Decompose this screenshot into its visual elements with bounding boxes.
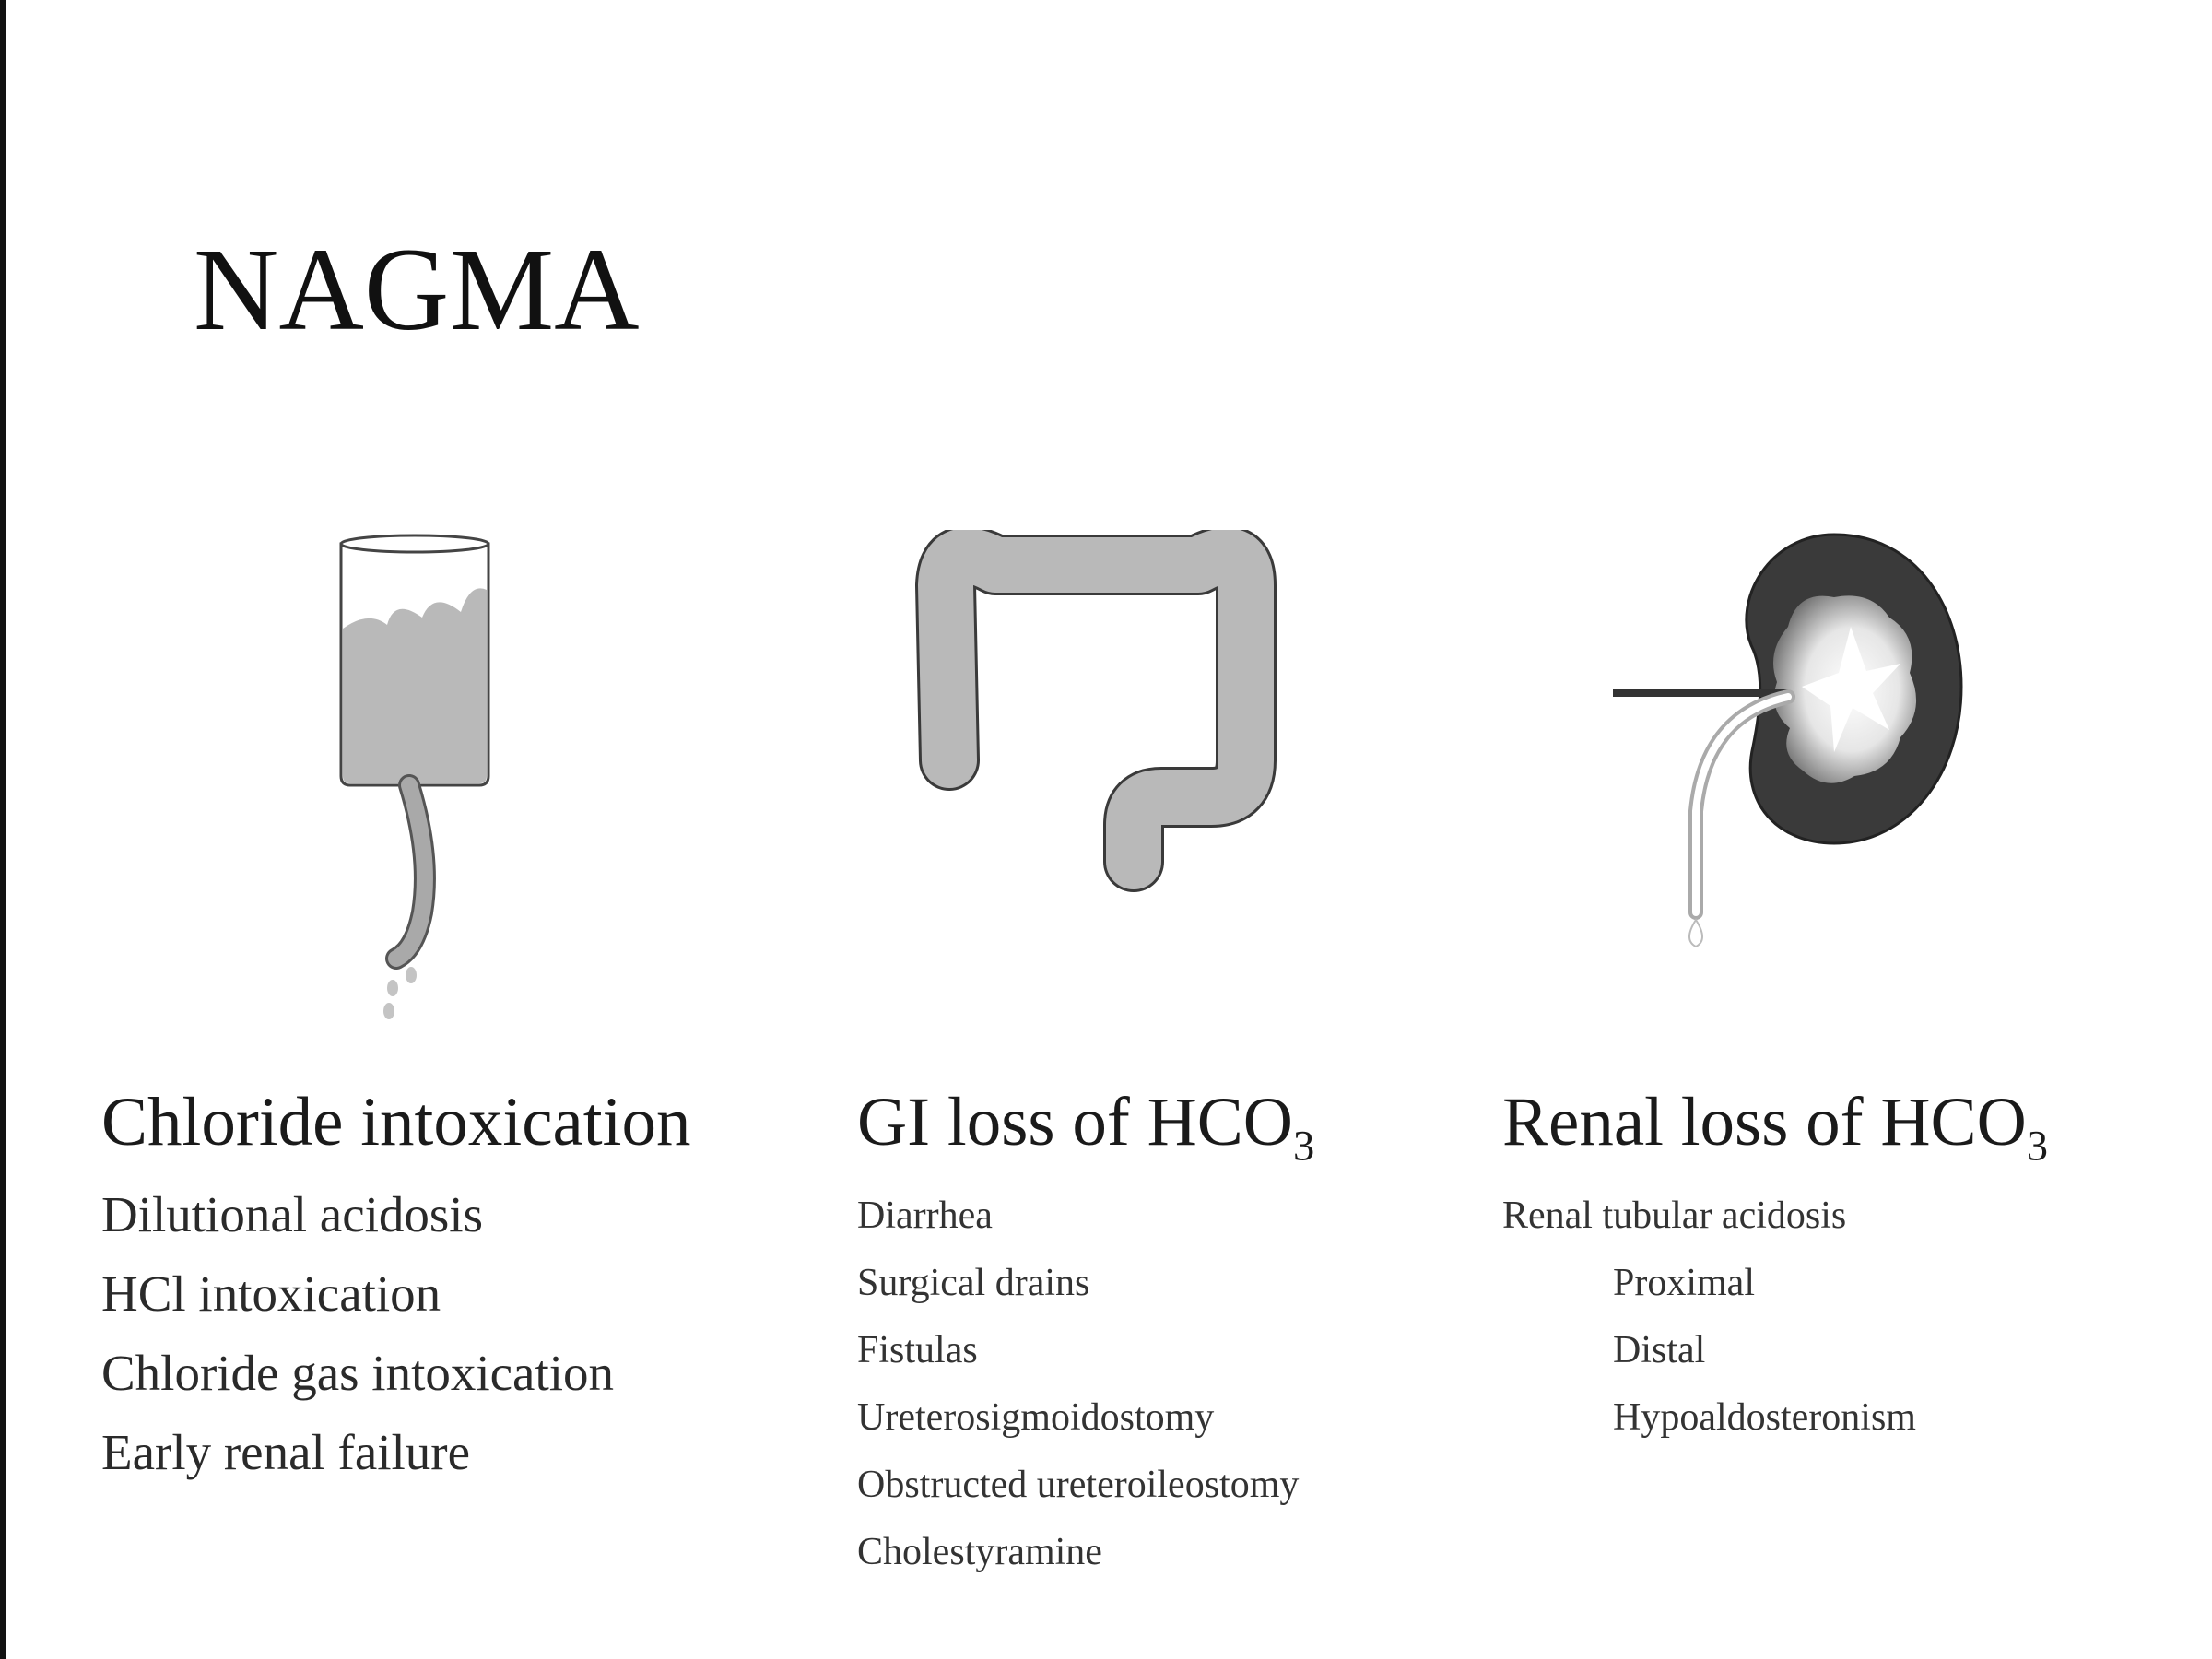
column-renal-loss-of-hco3: Renal loss of HCO3 Renal tubular acidosi… — [1502, 1088, 2048, 1452]
list-item: Dilutional acidosis — [101, 1186, 483, 1242]
list-item: Fistulas — [857, 1329, 978, 1371]
list-item: HCl intoxication — [101, 1265, 441, 1322]
column-chloride-intoxication: Chloride intoxication Dilutional acidosi… — [101, 1088, 690, 1492]
slide-title: NAGMA — [194, 224, 640, 355]
iv-bag-icon — [339, 534, 490, 1019]
list-item: Surgical drains — [857, 1262, 1090, 1304]
cause-list: Dilutional acidosis HCl intoxication Chl… — [101, 1175, 690, 1492]
list-item: Ureterosigmoidostomy — [857, 1396, 1215, 1439]
list-item: Chloride gas intoxication — [101, 1345, 615, 1401]
left-border — [0, 0, 6, 1659]
list-item: Early renal failure — [101, 1424, 471, 1480]
colon-icon — [915, 530, 1277, 892]
list-item-indented: Proximal — [1613, 1262, 1755, 1304]
column-heading: Renal loss of HCO3 — [1502, 1084, 2048, 1171]
list-item: Diarrhea — [857, 1194, 993, 1237]
list-item-indented: Distal — [1613, 1329, 1706, 1371]
cause-list: Diarrhea Surgical drains Fistulas Ureter… — [857, 1182, 1314, 1586]
list-item: Cholestyramine — [857, 1531, 1102, 1573]
column-heading: Chloride intoxication — [101, 1084, 691, 1160]
column-heading: GI loss of HCO3 — [857, 1084, 1315, 1171]
column-gi-loss-of-hco3: GI loss of HCO3 Diarrhea Surgical drains… — [857, 1088, 1314, 1586]
list-item: Obstructed ureteroileostomy — [857, 1464, 1300, 1506]
list-item-indented: Hypoaldosteronism — [1613, 1396, 1916, 1439]
list-item: Renal tubular acidosis — [1502, 1194, 1847, 1237]
kidney-icon — [1613, 533, 1963, 948]
cause-list: Renal tubular acidosis Proximal Distal H… — [1502, 1182, 2048, 1452]
